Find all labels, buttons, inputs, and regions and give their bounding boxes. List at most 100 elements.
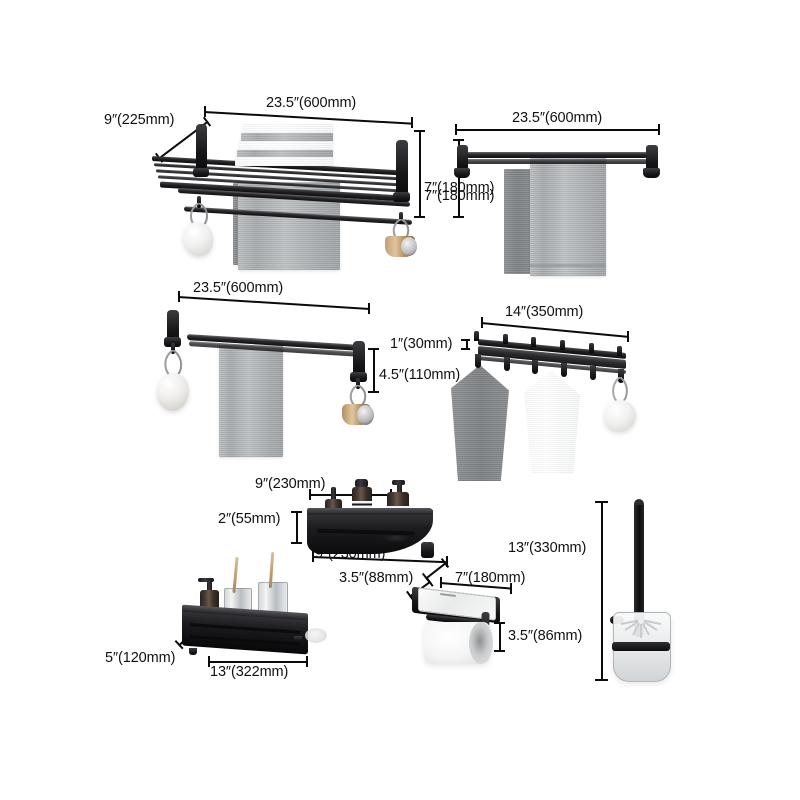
rack-bracket-left-foot (193, 168, 209, 177)
towelbar-rod-front (466, 159, 648, 164)
towelbar-width-tick-left (455, 124, 457, 135)
corner-top-tick-left (309, 489, 311, 500)
rack-width-tick-right (411, 117, 413, 128)
rack-bracket-left (196, 124, 207, 170)
towelbar-height-tick-bottom (453, 216, 464, 218)
corner-depth-label: 3.5″(88mm) (339, 570, 414, 586)
hookbar-towel (219, 345, 283, 457)
towelbar-bracket-left (457, 145, 468, 175)
hookbar-bracket-right (353, 341, 365, 379)
hookbar-width-tick-right (368, 303, 370, 314)
hookbar-width-rule (177, 296, 370, 310)
hookrail-hook-1 (475, 354, 481, 368)
towelbar-towel-back (504, 169, 532, 274)
paper-height-label: 3.5″(86mm) (508, 628, 583, 644)
basket-width-label: 13″(322mm) (210, 664, 289, 680)
hookrail-hook-3 (532, 360, 538, 374)
corner-height-tick-bottom (291, 542, 302, 544)
hookbar-height-rule (373, 349, 375, 393)
rack-width-label: 23.5″(600mm) (266, 95, 357, 111)
hookbar-width-tick-left (178, 291, 180, 302)
hookbar-height-tick-bottom (368, 391, 379, 393)
rack-hook-left (197, 196, 201, 208)
corner-top-label: 9″(230mm) (255, 476, 326, 492)
brush-height-rule (601, 502, 603, 680)
hookrail-tip-5 (589, 343, 594, 353)
rack-hook-right (399, 212, 403, 224)
brush-height-label: 13″(330mm) (508, 540, 587, 556)
corner-shelf-rim (307, 508, 433, 515)
paper-height-tick-top (494, 622, 505, 624)
hookrail-loofah (604, 400, 636, 432)
towelbar-width-label: 23.5″(600mm) (512, 110, 603, 126)
paper-roll-end (469, 622, 493, 664)
towelbar-width-rule (455, 129, 660, 131)
hookrail-cloth-white (524, 370, 580, 474)
rack-height-tick-top (414, 130, 425, 132)
corner-height-rule (296, 512, 298, 543)
rack-height-tick-bottom (414, 216, 425, 218)
hookrail-hook-4 (561, 363, 567, 377)
hookrail-height-rule (466, 340, 468, 349)
hookbar-bracket-right-foot (350, 372, 367, 382)
hookrail-tip-2 (503, 334, 508, 344)
hookrail-height-tick-bottom (461, 348, 470, 350)
hookbar-bracket-left (167, 310, 179, 344)
rack-width-tick-left (204, 106, 206, 117)
paper-width-tick-right (510, 583, 512, 594)
brush-handle (634, 501, 644, 637)
towelbar-width-tick-right (658, 124, 660, 135)
rack-hanging-brush-head (401, 237, 417, 256)
brush-cup-collar (612, 642, 670, 651)
hookbar-height-label: 4.5″(110mm) (379, 367, 461, 383)
towelbar-rod (466, 152, 648, 158)
basket-width-tick-right (306, 656, 308, 667)
hookrail-hook-6 (618, 369, 624, 383)
hookrail-tip-1 (474, 331, 479, 341)
hookrail-width-label: 14″(350mm) (505, 304, 584, 320)
hookrail-tip-6 (617, 346, 622, 356)
hookbar-loofah (157, 373, 189, 411)
corner-height-tick-top (291, 511, 302, 513)
towelbar-height-label: 7″(180mm) (424, 188, 495, 204)
towelbar-towel-hem (530, 264, 606, 267)
hookrail-cloth-dark (451, 365, 509, 481)
hookbar-height-tick-top (368, 348, 379, 350)
hookrail-hook-2 (504, 357, 510, 371)
hookbar-width-label: 23.5″(600mm) (193, 280, 284, 296)
hookrail-hook-5 (590, 366, 596, 380)
towelbar-towel-front (530, 158, 606, 276)
hookbar-bracket-left-foot (164, 337, 181, 347)
towelbar-height-rule (458, 140, 460, 218)
brush-head (620, 618, 662, 638)
hookrail-height-label: 1″(30mm) (390, 336, 453, 352)
hookbar-brush-head (357, 405, 374, 425)
corner-shelf-drain (383, 535, 409, 542)
hookrail-width-tick-left (481, 317, 483, 328)
paper-width-tick-left (440, 577, 442, 588)
corner-bottom-tick-right (446, 556, 448, 567)
basket-width-tick-left (208, 656, 210, 667)
hookbar-hook-right (356, 378, 360, 389)
hookrail-width-tick-right (627, 331, 629, 342)
brush-height-tick-bottom (595, 679, 608, 681)
basket-foot-right (294, 636, 302, 643)
brush-height-tick-top (595, 501, 608, 503)
towelbar-bracket-right-foot (643, 168, 660, 178)
hookrail-height-tick-top (461, 339, 470, 341)
basket-depth-label: 5″(120mm) (105, 650, 176, 666)
paper-height-rule (499, 623, 501, 651)
hookbar-hook-left (171, 343, 175, 354)
corner-shelf-bracket (421, 542, 434, 558)
towelbar-bracket-right (646, 145, 658, 175)
towelbar-bracket-left-foot (454, 168, 470, 178)
towelbar-height-tick-top (453, 139, 464, 141)
basket-width-rule (208, 661, 308, 663)
rack-height-rule (419, 131, 421, 217)
corner-height-label: 2″(55mm) (218, 511, 281, 527)
corner-top-rule (309, 494, 392, 496)
paper-height-tick-bottom (494, 650, 505, 652)
basket-wall-mount (305, 628, 327, 643)
paper-width-label: 7″(180mm) (455, 570, 526, 586)
corner-bottom-tick-left (312, 551, 314, 562)
